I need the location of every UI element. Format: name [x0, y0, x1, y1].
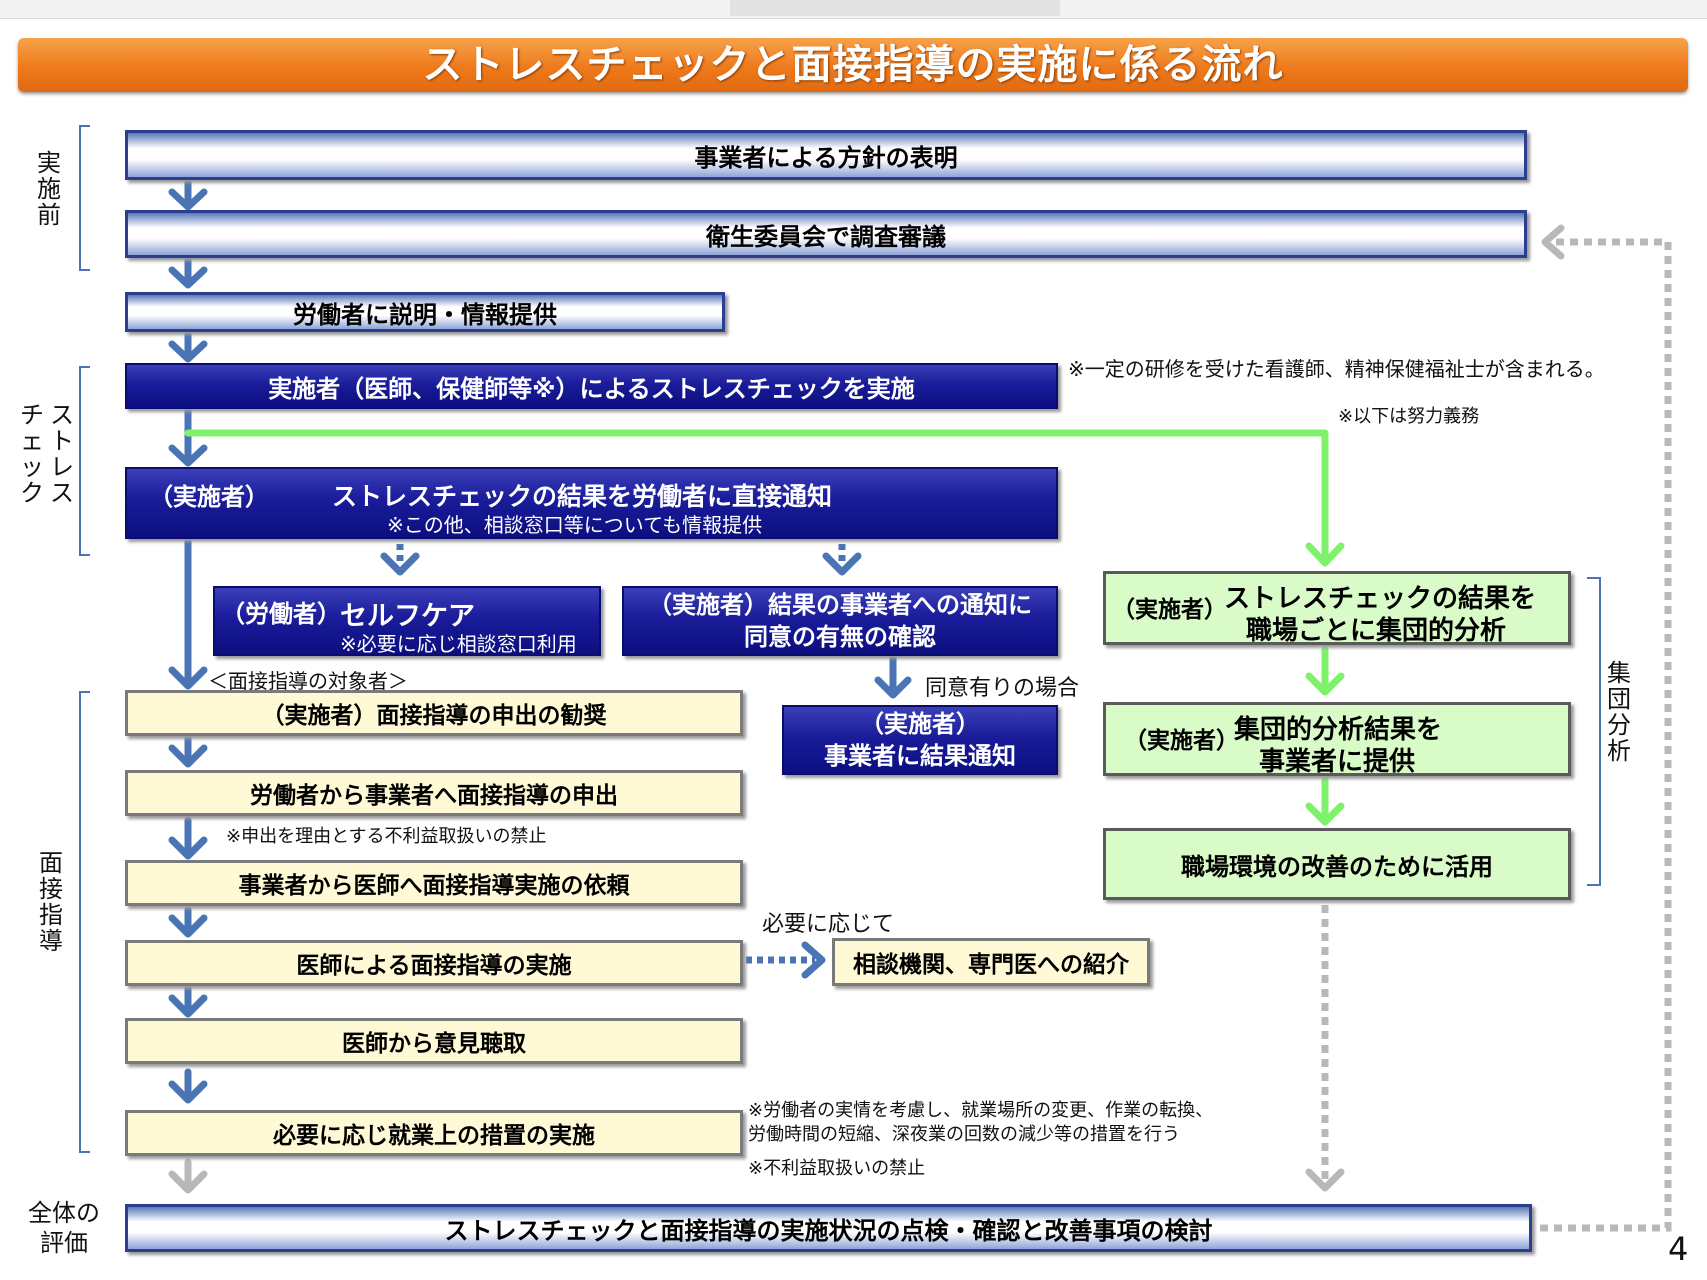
arrow-notify-recommend	[168, 536, 208, 690]
provide-line1: 集団的分析結果を	[1234, 715, 1443, 745]
label-pre: 実施前	[37, 149, 61, 229]
arrow-recommend-apply	[168, 734, 208, 768]
note-measures-line2: 労働時間の短縮、深夜業の回数の減少等の措置を行う	[748, 1124, 1180, 1145]
arrow-explain-implement	[168, 328, 208, 363]
box-result-notify: （実施者） 事業者に結果通知	[782, 705, 1058, 775]
box-improve: 職場環境の改善のために活用	[1103, 828, 1571, 900]
label-group: 集団分析	[1607, 659, 1631, 765]
green-line-effort	[184, 429, 1329, 566]
provide-actor: （実施者）	[1124, 728, 1239, 754]
notify-main: ストレスチェックの結果を労働者に直接通知	[332, 482, 833, 511]
box-notify: （実施者） ストレスチェックの結果を労働者に直接通知 ※この他、相談窓口等につい…	[125, 467, 1058, 539]
arrow-request-conduct	[168, 906, 208, 938]
label-overall: 全体の評価	[28, 1199, 100, 1257]
box-implement: 実施者（医師、保健師等※）によるストレスチェックを実施	[125, 363, 1058, 409]
selfcare-main: セルフケア	[340, 601, 475, 632]
green-arrow-provide-improve	[1305, 776, 1345, 826]
note-target: ＜面接指導の対象者＞	[208, 669, 408, 693]
selfcare-sub: ※必要に応じ相談窓口利用	[340, 632, 577, 656]
box-measures: 必要に応じ就業上の措置の実施	[125, 1110, 743, 1156]
note-measures-line1: ※労働者の実情を考慮し、就業場所の変更、作業の転換、	[748, 1100, 1214, 1121]
box-committee: 衛生委員会で調査審議	[125, 210, 1527, 258]
tab-strip	[730, 0, 1060, 16]
box-referral: 相談機関、専門医への紹介	[832, 938, 1150, 986]
arrow-opinion-measures	[168, 1068, 208, 1104]
note-effort: ※以下は努力義務	[1338, 406, 1480, 427]
arrow-consent-result	[874, 648, 912, 699]
selfcare-actor: （労働者）	[221, 600, 341, 628]
box-provide: （実施者） 集団的分析結果を 事業者に提供	[1103, 702, 1571, 777]
box-apply: 労働者から事業者へ面接指導の申出	[125, 770, 743, 816]
bracket-pre	[79, 125, 90, 271]
consent-line1: （実施者）結果の事業者への通知に	[648, 591, 1032, 619]
group-actor: （実施者）	[1112, 597, 1227, 623]
note-prohibit: ※不利益取扱いの禁止	[748, 1158, 926, 1179]
label-stress-col2: チェック	[20, 401, 44, 507]
label-stress-col1: ストレス	[50, 401, 74, 507]
label-interview: 面接指導	[39, 849, 63, 955]
box-opinion: 医師から意見聴取	[125, 1018, 743, 1064]
gray-arrow-measures-evaluate	[168, 1158, 208, 1194]
green-arrow-group-provide	[1305, 646, 1345, 696]
box-selfcare: （労働者） セルフケア ※必要に応じ相談窓口利用	[213, 586, 601, 656]
note-prohibit-apply: ※申出を理由とする不利益取扱いの禁止	[226, 826, 547, 847]
notify-actor: （実施者）	[149, 483, 269, 511]
result-line1: （実施者）	[860, 710, 980, 738]
box-consent: （実施者）結果の事業者への通知に 同意の有無の確認	[622, 586, 1058, 656]
result-line2: 事業者に結果通知	[824, 742, 1016, 770]
box-policy: 事業者による方針の表明	[125, 130, 1527, 180]
page-title: ストレスチェックと面接指導の実施に係る流れ	[18, 38, 1688, 92]
arrow-apply-request	[168, 816, 208, 860]
arrow-policy-committee	[168, 176, 208, 211]
bracket-stress	[79, 366, 90, 556]
window-top-strip	[0, 0, 1707, 19]
notify-sub: ※この他、相談窓口等についても情報提供	[387, 513, 763, 537]
bracket-group	[1587, 577, 1601, 886]
group-line1: ストレスチェックの結果を	[1224, 584, 1537, 614]
box-request: 事業者から医師へ面接指導実施の依頼	[125, 860, 743, 906]
box-recommend: （実施者）面接指導の申出の勧奨	[125, 690, 743, 736]
arrow-committee-explain	[168, 254, 208, 289]
group-line2: 職場ごとに集団的分析	[1246, 616, 1507, 646]
box-conduct: 医師による面接指導の実施	[125, 940, 743, 986]
note-as-needed: 必要に応じて	[762, 912, 895, 937]
arrow-conduct-opinion	[168, 984, 208, 1018]
box-explain: 労働者に説明・情報提供	[125, 292, 725, 332]
consent-line2: 同意の有無の確認	[744, 623, 936, 651]
box-evaluate: ストレスチェックと面接指導の実施状況の点検・確認と改善事項の検討	[125, 1204, 1532, 1252]
note-nurse: ※一定の研修を受けた看護師、精神保健福祉士が含まれる。	[1068, 357, 1605, 381]
bracket-interview	[79, 691, 90, 1153]
note-consent-yes: 同意有りの場合	[925, 676, 1080, 701]
box-group-analysis: （実施者） ストレスチェックの結果を 職場ごとに集団的分析	[1103, 571, 1571, 646]
gray-dotted-feedback-loop	[1540, 238, 1672, 1232]
provide-line2: 事業者に提供	[1259, 747, 1416, 777]
page-number: 4	[1668, 1230, 1689, 1268]
